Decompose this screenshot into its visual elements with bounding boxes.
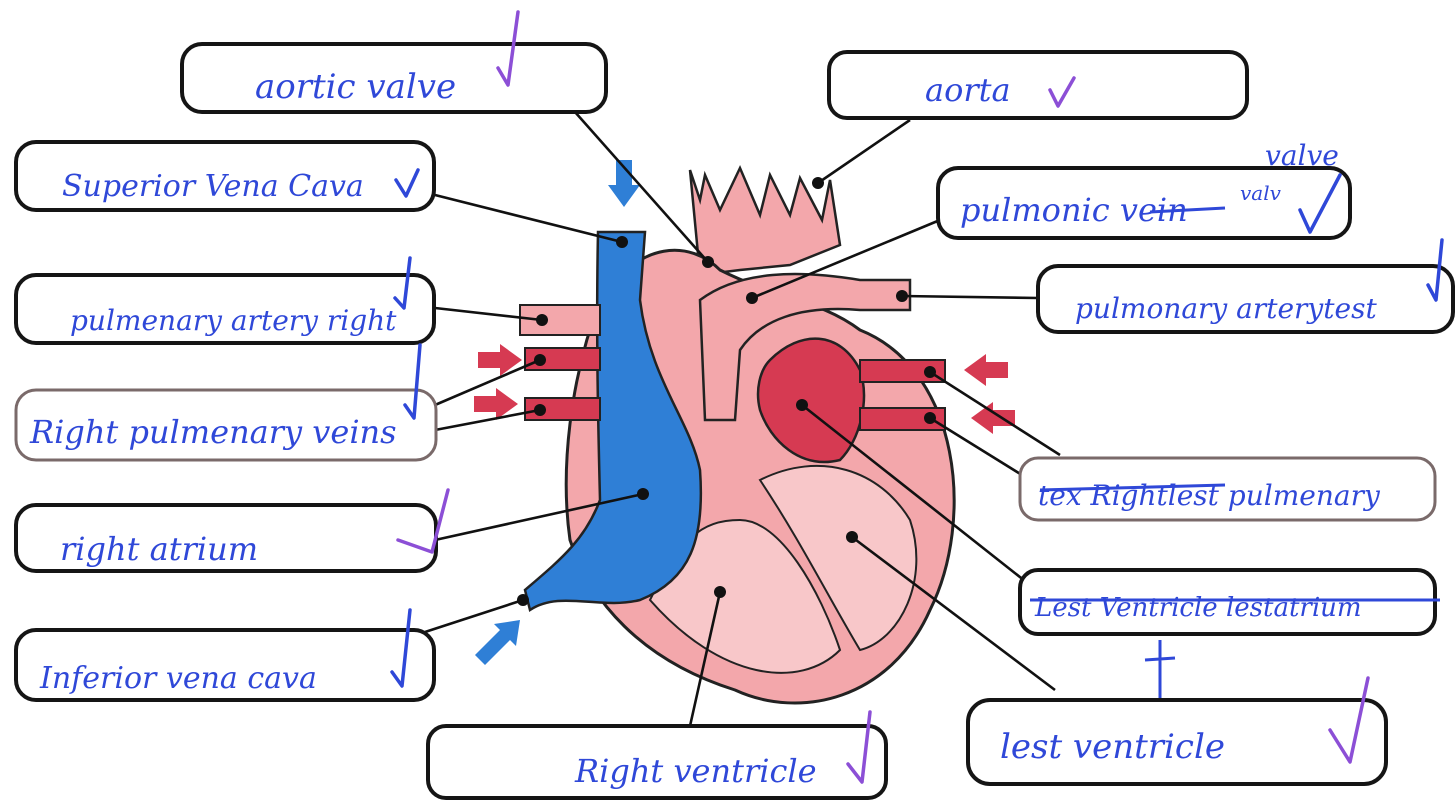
label-left-ventricle-text: lest ventricle [1000,727,1225,767]
label-pulmonic-valve: pulmonic vein valve valv [938,139,1350,238]
dot-superior-vena-cava [616,236,628,248]
dot-left-atrium [796,399,808,411]
dot-pulmonary-artery-right [536,314,548,326]
label-pulmonary-artery-left-text: pulmonary arterytest [1075,292,1377,325]
label-left-ventricle: lest ventricle [968,678,1386,784]
dot-left-pulmonary-vein-upper [924,366,936,378]
label-right-pulmonary-veins: Right pulmenary veins [16,345,436,460]
leader-pulmonary-artery-left [902,296,1038,298]
label-inferior-vena-cava: Inferior vena cava [16,610,434,700]
label-right-ventricle: Right ventricle [428,712,886,798]
label-pulmonary-artery-left: pulmonary arterytest [1038,240,1453,332]
label-pulmonary-artery-right: pulmenary artery right [16,258,434,343]
leader-superior-vena-cava [435,195,622,242]
dot-pulmonic-valve [746,292,758,304]
dot-right-atrium [637,488,649,500]
dot-left-ventricle [846,531,858,543]
label-pulmonic-valve-correction: valve [1265,139,1339,172]
leader-aorta [818,120,910,183]
red-arrow-left-upper [964,354,1008,386]
label-left-atrium-text: Lest Ventricle lestatrium [1034,593,1362,623]
leader-left-pulmonary-veins-1 [930,372,1060,455]
dot-pulmonary-artery-left [896,290,908,302]
dot-right-ventricle [714,586,726,598]
arrow-down-mark [1145,640,1175,700]
label-aortic-valve: aortic valve [182,12,606,112]
label-pulmonic-valve-text: pulmonic vein [960,191,1188,229]
label-superior-vena-cava: Superior Vena Cava [16,142,434,210]
dot-right-pulmonary-vein-upper [534,354,546,366]
label-inferior-vena-cava-text: Inferior vena cava [39,661,317,696]
label-aorta: aorta [829,52,1247,118]
dot-aortic-valve [702,256,714,268]
red-arrow-left-lower [971,402,1015,434]
label-right-atrium-text: right atrium [60,530,258,568]
label-pulmonic-valve-extra: valv [1240,181,1282,205]
label-left-atrium: Lest Ventricle lestatrium [1020,570,1440,700]
label-left-pulmonary-veins: tex Rightlest pulmenary [1020,458,1435,520]
label-aorta-text: aorta [925,71,1011,109]
heart-illustration [474,160,1015,703]
dot-inferior-vena-cava [517,594,529,606]
label-right-ventricle-text: Right ventricle [574,752,817,790]
dot-aorta [812,177,824,189]
dot-left-pulmonary-vein-lower [924,412,936,424]
label-superior-vena-cava-text: Superior Vena Cava [62,169,364,204]
dot-right-pulmonary-vein-lower [534,404,546,416]
label-aortic-valve-text: aortic valve [255,67,456,107]
blue-arrow-bottom [475,620,520,665]
label-right-pulmonary-veins-text: Right pulmenary veins [29,413,397,451]
label-right-atrium: right atrium [16,490,448,571]
label-pulmonary-artery-right-text: pulmenary artery right [70,304,397,337]
